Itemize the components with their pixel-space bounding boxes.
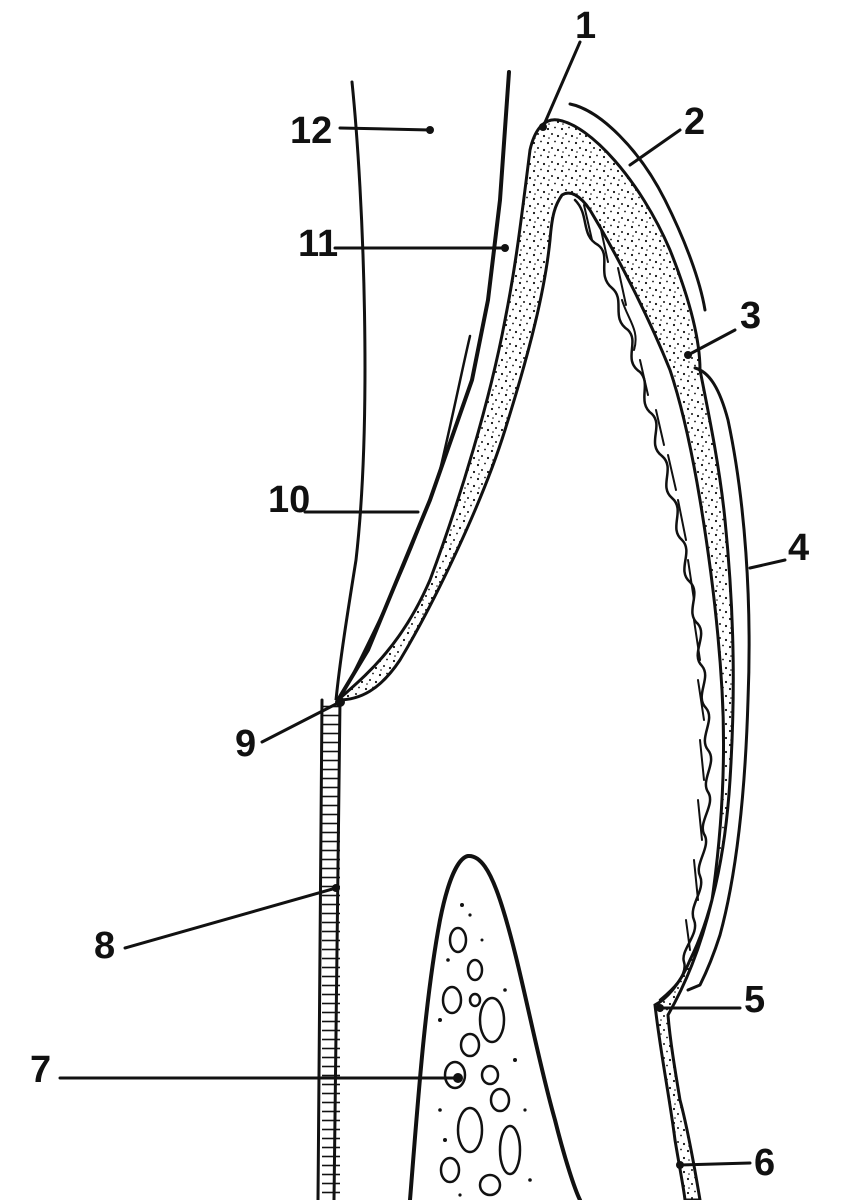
bracket-2 xyxy=(568,102,707,312)
rete-ridges xyxy=(573,198,713,1002)
marrow-spaces xyxy=(439,926,522,1197)
leader-12 xyxy=(338,126,432,132)
leader-dots xyxy=(332,123,692,1169)
cuticle-strip xyxy=(348,334,472,682)
enamel-space-outline xyxy=(334,80,367,702)
bracket-4 xyxy=(686,366,751,992)
label-8: 8 xyxy=(94,925,115,967)
leader-9 xyxy=(260,700,342,744)
leader-1 xyxy=(541,40,582,129)
tooth-surface-line xyxy=(336,70,511,702)
leader-6 xyxy=(678,1161,752,1167)
label-4: 4 xyxy=(788,527,809,569)
label-12: 12 xyxy=(290,110,332,152)
label-1: 1 xyxy=(575,5,596,47)
label-10: 10 xyxy=(268,479,310,521)
gingival-epithelium xyxy=(334,118,735,1200)
label-2: 2 xyxy=(684,101,705,143)
rete-ridge-fingers xyxy=(583,204,705,951)
alveolar-bone xyxy=(408,854,582,1200)
label-3: 3 xyxy=(740,295,761,337)
leader-4 xyxy=(748,558,787,570)
leader-2 xyxy=(628,128,682,167)
label-11: 11 xyxy=(298,223,338,265)
marrow-stipple xyxy=(438,903,532,1197)
label-9: 9 xyxy=(235,723,256,765)
leader-8 xyxy=(123,886,338,950)
label-5: 5 xyxy=(744,979,765,1021)
leader-3 xyxy=(686,328,737,357)
label-6: 6 xyxy=(754,1142,775,1184)
label-7: 7 xyxy=(30,1049,51,1091)
leader-lines xyxy=(58,40,787,1167)
